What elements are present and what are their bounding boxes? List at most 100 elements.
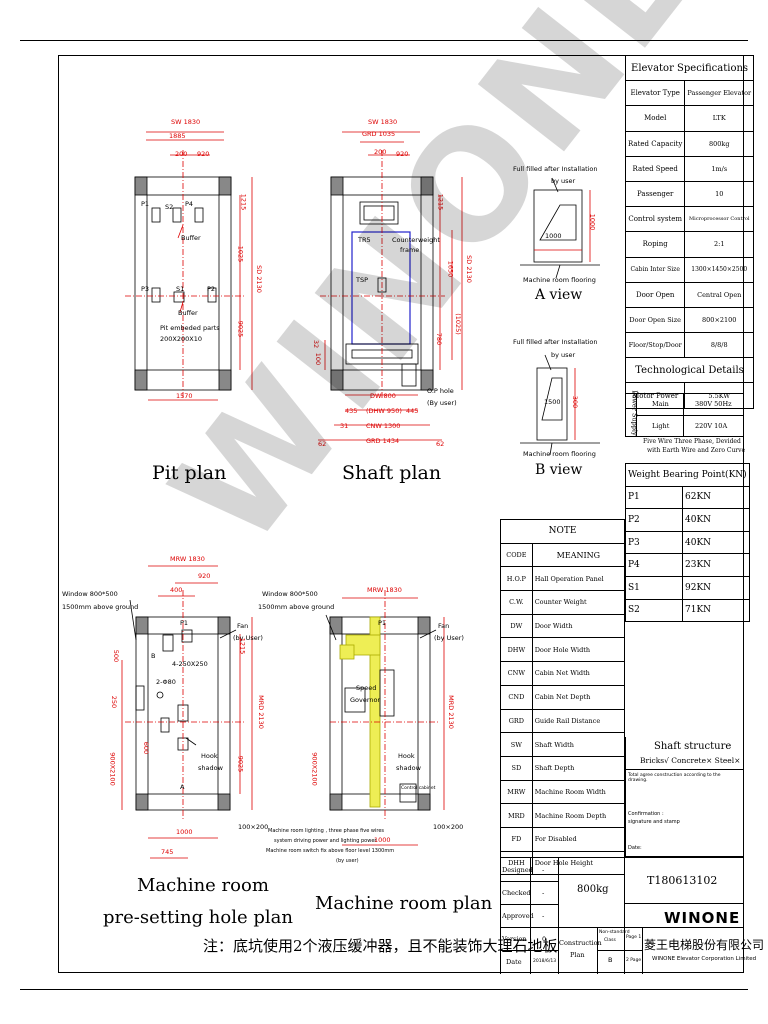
- pit-200-dim: 200: [175, 150, 188, 158]
- mrh-745-dim: 745: [161, 848, 174, 856]
- mrh-mrw-dim: MRW 1830: [170, 555, 205, 563]
- power-supply-box: [625, 393, 637, 437]
- pit-s2-label: S2: [165, 203, 174, 211]
- spec-key: Rated Capacity: [624, 130, 686, 157]
- pit-embedded-label: Pit embeded parts: [160, 324, 220, 332]
- spec-value: Central Open: [684, 281, 755, 308]
- spec-value: 1m/s: [684, 155, 755, 182]
- spec-value: 10: [684, 180, 755, 208]
- tb-drawing-no-cell: T180613102: [625, 858, 744, 904]
- pit-plan-drawing: [125, 131, 253, 401]
- weight-value: 71KN: [682, 598, 750, 623]
- shaft-cnw-dim: CNW 1300: [366, 422, 401, 430]
- note-meaning: Counter Weight: [531, 590, 626, 615]
- note-meaning: Machine Room Width: [531, 779, 626, 805]
- shaft-435-dim: 435: [345, 407, 358, 415]
- mrp-fan-label: Fan: [438, 622, 450, 630]
- tb-approved: Approved: [502, 912, 534, 920]
- spec-key: Passenger: [624, 180, 686, 208]
- mrp-p1-label: P1: [378, 619, 387, 627]
- note-code: DW: [500, 613, 533, 639]
- pit-1025-dim: 1025: [236, 245, 245, 263]
- shaft-plan-title: Shaft plan: [342, 462, 442, 484]
- shaft-frame-label: frame: [400, 246, 420, 254]
- tb-class: Class: [604, 938, 616, 943]
- mrh-hook-label: Hook: [201, 752, 218, 760]
- mrh-window-label: Window 800*500: [62, 590, 118, 598]
- mrh-window-height: 1500mm above ground: [62, 603, 139, 611]
- weight-value: 23KN: [682, 553, 750, 577]
- mrp-mrd-dim: MRD 2130: [446, 695, 455, 729]
- mrh-920-dim: 920: [198, 572, 211, 580]
- tb-row-line: [500, 927, 744, 928]
- spec-value: 1300×1450×2500: [684, 256, 755, 283]
- a-view-title: A view: [535, 287, 583, 303]
- tb-version-label: Version: [502, 935, 527, 943]
- mrh-fan-by: (by User): [233, 634, 263, 642]
- spec-key: Roping: [624, 231, 686, 258]
- structure-confirm: Confirmation :: [628, 811, 664, 817]
- shaft-62a-dim: 62: [318, 440, 327, 448]
- shaft-920-dim: 920: [396, 150, 409, 158]
- chinese-note: 注：底坑使用2个液压缓冲器，且不能装饰大理石地板: [203, 937, 558, 955]
- pit-920-dim: 920: [197, 150, 210, 158]
- pit-1885-dim: 1885: [169, 132, 186, 140]
- pit-1570-dim: 1570: [176, 392, 193, 400]
- spec-key: Door Open: [624, 281, 686, 308]
- shaft-op-hole-label: O.P hole: [427, 387, 454, 395]
- a-view-note: Full filled after Installation: [513, 165, 598, 173]
- shaft-structure-block: Shaft structure Bricks√ Concrete× Steel×…: [625, 737, 744, 857]
- tb-page: Page 1: [626, 935, 642, 940]
- pit-p2-label: P2: [207, 285, 216, 293]
- spec-value: 2:1: [684, 231, 755, 258]
- mrp-control-cabinet: Control cabinet: [401, 786, 436, 791]
- structure-agree: Total agree construction according to th…: [628, 773, 721, 783]
- tb-class-divider: [598, 950, 624, 951]
- shaft-tsp-label: TSP: [356, 276, 369, 284]
- shaft-plan-drawing: [318, 131, 463, 441]
- pit-p3-label: P3: [141, 285, 150, 293]
- tb-left: Designed Checked Approved - - - Version …: [500, 858, 744, 974]
- note-code: C.W.: [500, 590, 533, 615]
- mrp-note-4: (by user): [336, 858, 359, 864]
- note-meaning: Cabin Net Width: [531, 661, 626, 686]
- weight-point: P3: [625, 530, 683, 555]
- note-meaning: For Disabled: [531, 826, 626, 852]
- note-code: FD: [500, 826, 533, 852]
- a-view-floor: Machine room flooring: [523, 276, 596, 284]
- tb-construction-cell: Construction Plan: [558, 927, 602, 974]
- note-meaning: Hall Operation Panel: [531, 566, 626, 592]
- tb-dash: -: [542, 912, 545, 920]
- note-meaning: Cabin Net Depth: [531, 684, 626, 710]
- sheet-border: [20, 40, 748, 990]
- weight-point: S2: [625, 598, 683, 623]
- mr-hole-plan-drawing: [121, 565, 253, 859]
- structure-divider: [626, 769, 743, 770]
- note-code: SD: [500, 755, 533, 781]
- spec-value: 800×2100: [684, 306, 755, 334]
- spec-value: Passenger Elevator: [684, 80, 755, 107]
- tb-pages: 2 Page: [626, 958, 642, 963]
- pit-buffer-label-1: Buffer: [181, 234, 201, 242]
- tb-dash: -: [542, 866, 545, 874]
- note-code: SW: [500, 732, 533, 757]
- weight-point: P4: [625, 553, 683, 577]
- note-meaning: Shaft Width: [531, 732, 626, 757]
- note-code: GRD: [500, 708, 533, 734]
- tb-designed: Designed: [502, 866, 533, 874]
- spec-key: Model: [624, 105, 686, 132]
- motor-key: Motor Power: [624, 382, 686, 409]
- spec-key: Door Open Size: [624, 306, 686, 334]
